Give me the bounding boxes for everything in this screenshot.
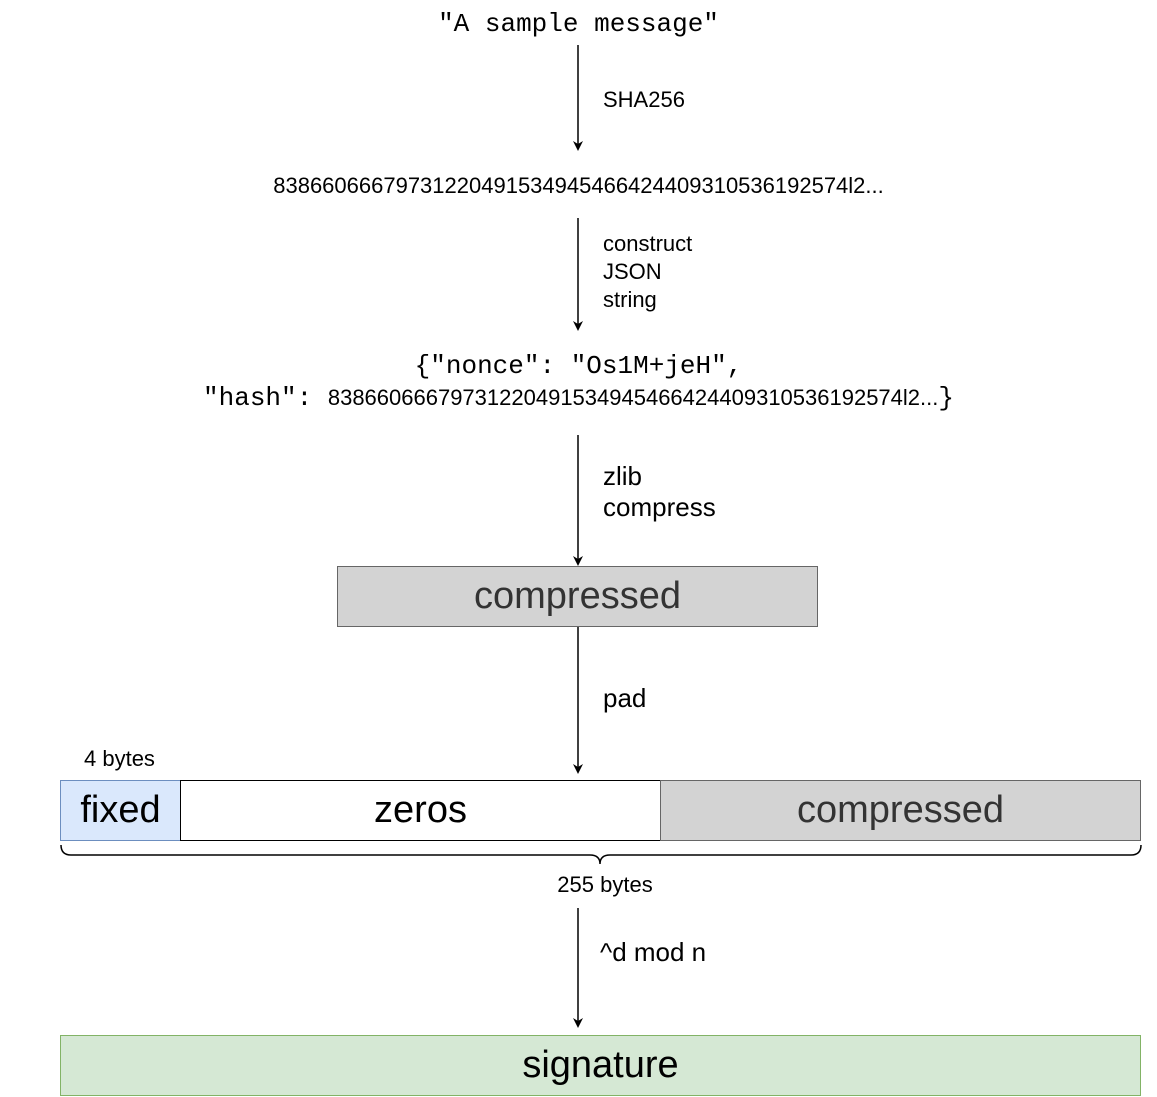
- json-string: {"nonce": "Os1M+jeH", "hash": 8386606667…: [0, 350, 1157, 414]
- sha256-step-label: SHA256: [603, 87, 685, 112]
- json-line-hash: "hash": 83866066679731220491534945466424…: [0, 382, 1157, 414]
- input-message: "A sample message": [438, 9, 719, 39]
- zlib-line-1: zlib: [603, 461, 643, 491]
- pad-step-label: pad: [603, 683, 647, 713]
- rsa-step-label: ^d mod n: [600, 937, 707, 967]
- construct-json-line-3: string: [603, 287, 657, 312]
- json-hash-digits: 8386606667973122049153494546642440931053…: [327, 385, 939, 410]
- zlib-compress-step-label: zlib compress: [603, 461, 716, 523]
- fixed-segment: fixed: [60, 780, 181, 841]
- compressed-block: compressed: [337, 566, 818, 627]
- compressed-segment: compressed: [660, 780, 1141, 841]
- total-size-label: 255 bytes: [557, 872, 653, 897]
- size-brace: [60, 844, 1142, 865]
- signature-block: signature: [60, 1035, 1141, 1096]
- construct-json-line-1: construct: [603, 231, 693, 256]
- json-closing-brace: }: [938, 383, 954, 413]
- json-line-nonce: {"nonce": "Os1M+jeH",: [414, 351, 743, 381]
- hash-value: 8386606667973122049153494546642440931053…: [273, 173, 884, 198]
- zeros-segment: zeros: [180, 780, 661, 841]
- construct-json-step-label: construct JSON string: [603, 230, 692, 314]
- fixed-size-label: 4 bytes: [84, 746, 155, 771]
- json-hash-key: "hash":: [203, 383, 328, 413]
- zlib-line-2: compress: [603, 492, 716, 522]
- construct-json-line-2: JSON: [603, 259, 662, 284]
